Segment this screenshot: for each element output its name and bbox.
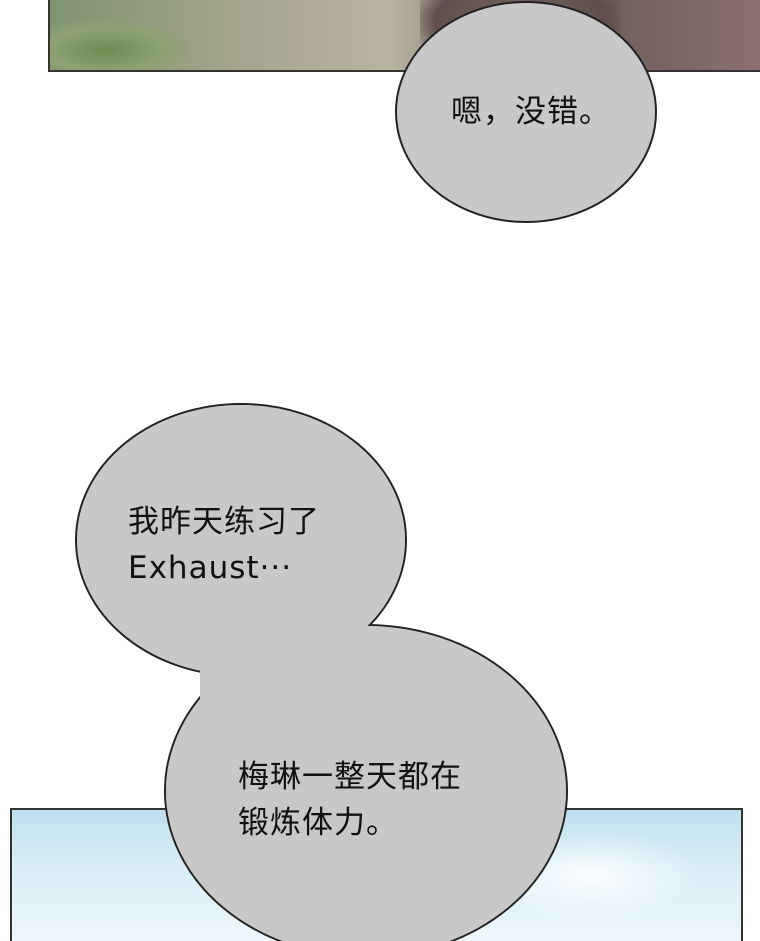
bubble-bottom-text-line2: 锻炼体力。 [238, 805, 398, 841]
grass-area [50, 20, 190, 70]
bubble-bottom-text-line1: 梅琳一整天都在 [238, 759, 462, 795]
bubble-middle-text-line2: Exhaust··· [128, 550, 293, 586]
bubble-middle-text-line1: 我昨天练习了 [128, 504, 320, 540]
speech-bubble-top [395, 1, 657, 223]
speech-bubble-merged [75, 403, 568, 941]
bubble-top-text: 嗯，没错。 [451, 94, 611, 130]
